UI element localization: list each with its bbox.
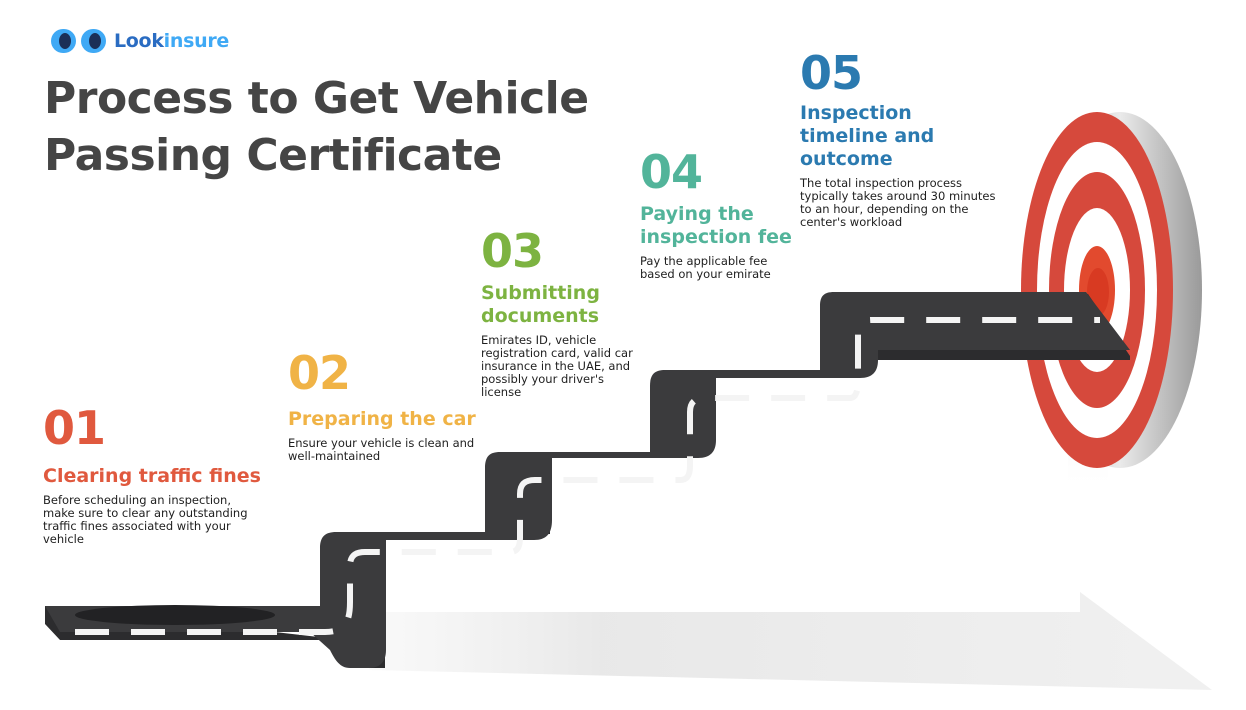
step-5-heading: Inspection timeline and outcome (800, 102, 935, 170)
logo-text-insure: insure (163, 30, 230, 52)
step-3-heading: Submitting documents (481, 282, 600, 327)
step-1: 01 Clearing traffic fines Before schedul… (43, 403, 273, 546)
floor-shadow-arrow (340, 592, 1212, 690)
step-1-description: Before scheduling an inspection, make su… (43, 493, 248, 546)
logo-text-look: Look (114, 30, 164, 52)
step-3-description: Emirates ID, vehicle registration card, … (481, 333, 633, 399)
step-4: 04 Paying the inspection fee Pay the app… (640, 147, 805, 281)
step-4-number: 04 (640, 145, 703, 199)
step-1-number: 01 (43, 401, 106, 455)
step-4-description: Pay the applicable fee based on your emi… (640, 254, 771, 281)
step-4-heading: Paying the inspection fee (640, 203, 792, 248)
step-5-number: 05 (800, 46, 863, 100)
lookinsure-logo: Lookinsure (50, 26, 229, 56)
step-2-heading: Preparing the car (288, 408, 476, 430)
logo-wordmark: Lookinsure (114, 30, 229, 52)
title-line-1: Process to Get Vehicle (44, 73, 589, 124)
step-2-number: 02 (288, 346, 351, 400)
step-1-heading: Clearing traffic fines (43, 465, 261, 487)
step-3-number: 03 (481, 224, 544, 278)
logo-eyes-icon (50, 26, 108, 56)
title-line-2: Passing Certificate (44, 130, 502, 181)
page-title: Process to Get Vehicle Passing Certifica… (44, 70, 589, 184)
step-5: 05 Inspection timeline and outcome The t… (800, 48, 1010, 229)
step-2-description: Ensure your vehicle is clean and well-ma… (288, 436, 475, 463)
step-5-description: The total inspection process typically t… (800, 176, 996, 229)
step-3: 03 Submitting documents Emirates ID, veh… (481, 226, 641, 399)
lane-markings (75, 317, 1100, 635)
step-2: 02 Preparing the car Ensure your vehicle… (288, 348, 488, 463)
